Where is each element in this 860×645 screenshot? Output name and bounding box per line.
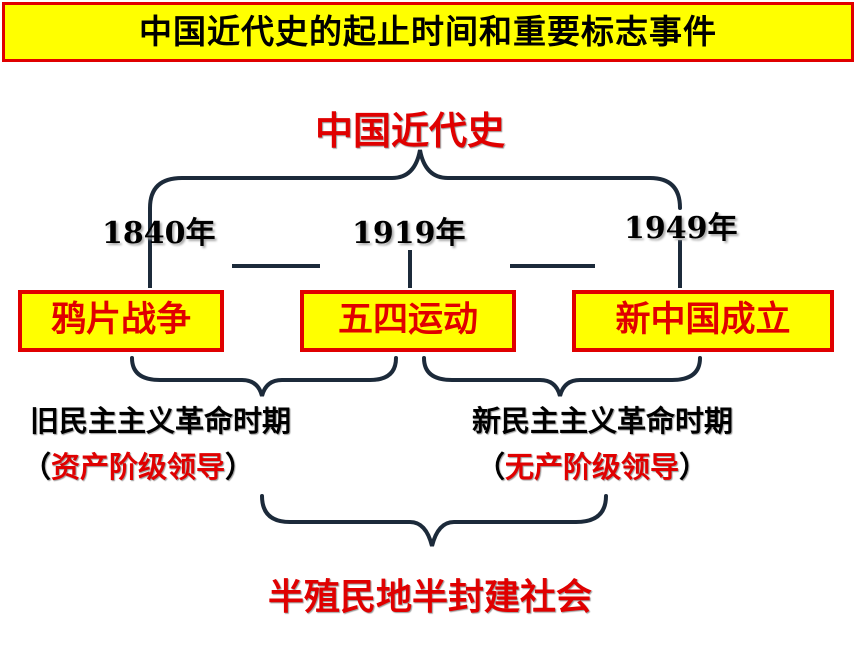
leader-bourgeoisie: 资产阶级领导 — [51, 450, 226, 484]
event-opium-war: 鸦片战争 — [18, 290, 224, 352]
slide-title: 中国近代史的起止时间和重要标志事件 — [139, 12, 717, 51]
leader-proletariat: 无产阶级领导 — [505, 450, 680, 484]
society-label: 半殖民地半封建社会 — [267, 577, 592, 618]
year-1919: 1919年 — [352, 216, 466, 251]
right-period-brace — [422, 356, 702, 397]
leader-new: （无产阶级领导） — [476, 450, 709, 484]
period-new-democratic: 新民主主义革命时期 — [472, 404, 734, 438]
leader-old: （资产阶级领导） — [22, 450, 255, 484]
event-label: 鸦片战争 — [50, 300, 191, 340]
year-1840: 1840年 — [102, 216, 216, 251]
year-1949: 1949年 — [624, 211, 738, 246]
era-title: 中国近代史 — [314, 109, 505, 153]
event-label: 新中国成立 — [615, 300, 791, 340]
event-may-fourth: 五四运动 — [300, 290, 516, 352]
top-brace — [148, 149, 682, 210]
left-period-brace — [130, 356, 398, 397]
event-label: 五四运动 — [337, 300, 478, 340]
title-bar: 中国近代史的起止时间和重要标志事件 — [2, 2, 854, 62]
event-new-china: 新中国成立 — [572, 290, 834, 352]
bottom-brace — [260, 494, 608, 547]
period-old-democratic: 旧民主主义革命时期 — [30, 404, 292, 438]
